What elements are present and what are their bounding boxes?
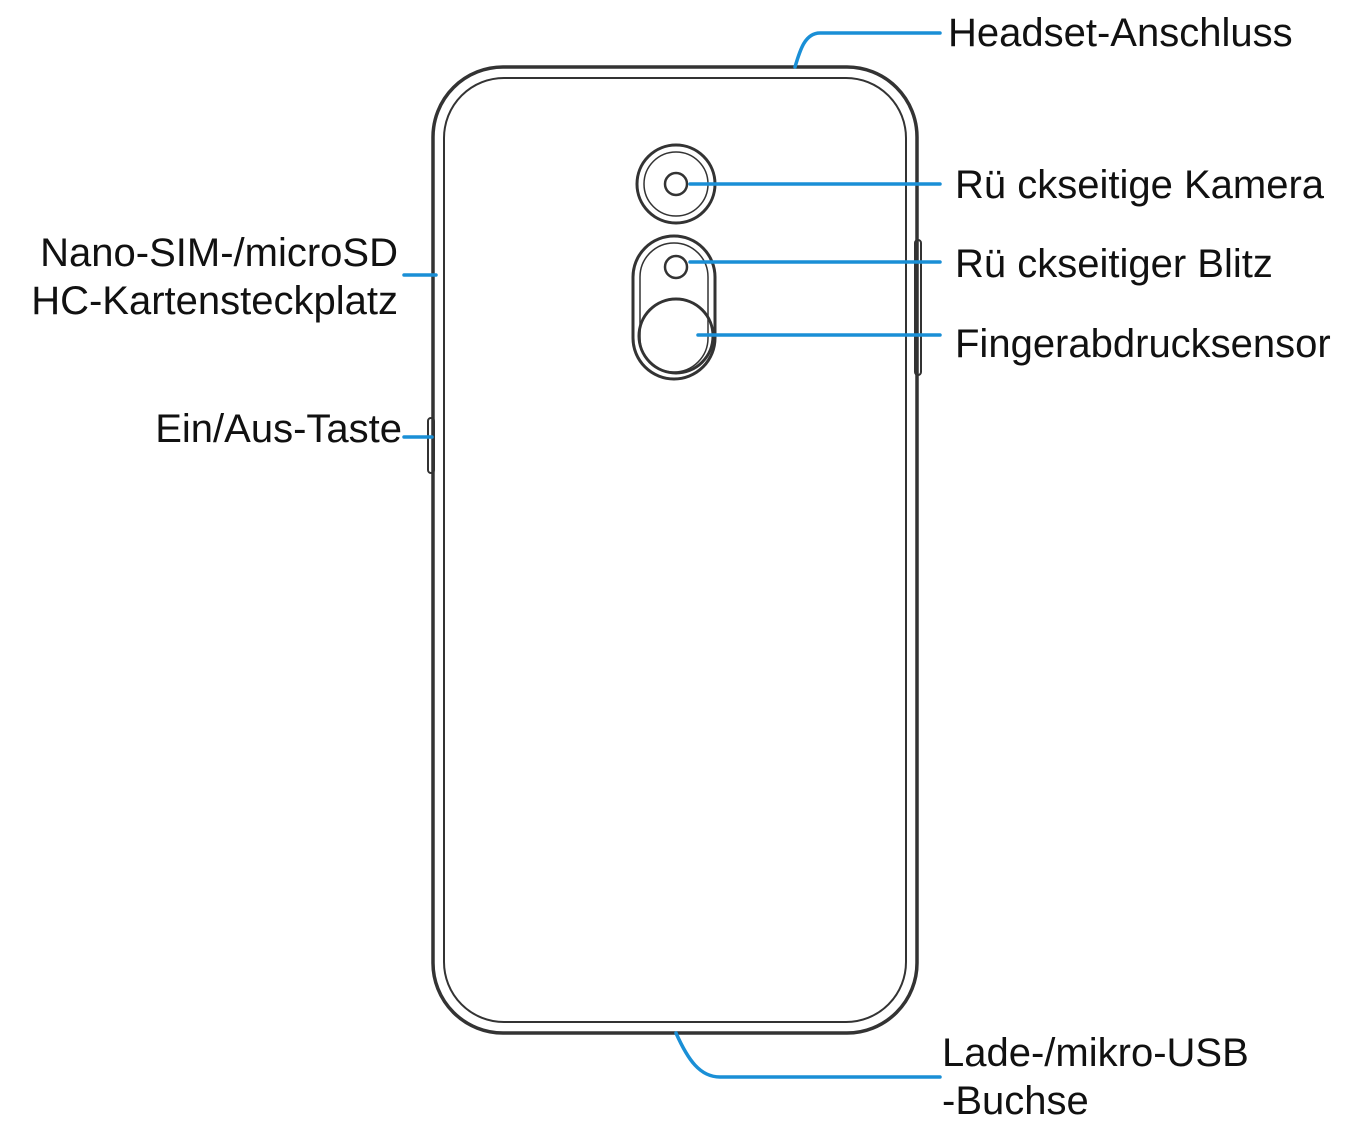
leader-usb xyxy=(674,1031,942,1079)
label-sim-line1: Nano-SIM-/microSD xyxy=(40,231,398,275)
phone-inner-outline xyxy=(443,77,907,1023)
phone-outer-outline xyxy=(431,65,919,1035)
label-sim-line2: HC-Kartensteckplatz xyxy=(31,279,398,323)
label-fingerprint: Fingerabdrucksensor xyxy=(955,322,1331,366)
power-button xyxy=(427,417,435,474)
phone-body xyxy=(431,65,919,1035)
leader-lines xyxy=(402,31,942,1079)
module-pill-outer xyxy=(631,234,717,381)
label-headset: Headset-Anschluss xyxy=(948,11,1293,55)
leader-headset xyxy=(793,31,942,69)
side-buttons xyxy=(427,239,922,474)
flash-led xyxy=(663,254,689,280)
flash-fingerprint-module xyxy=(631,234,717,381)
label-rear-flash: Rü ckseitiger Blitz xyxy=(955,242,1273,286)
camera-lens xyxy=(663,171,689,197)
label-power: Ein/Aus-Taste xyxy=(155,407,402,451)
labels: Headset-Anschluss Rü ckseitige Kamera Rü… xyxy=(31,11,1331,1123)
label-usb-line1: Lade-/mikro-USB xyxy=(942,1031,1249,1075)
label-rear-camera: Rü ckseitige Kamera xyxy=(955,163,1325,207)
label-usb-line2: -Buchse xyxy=(942,1079,1089,1123)
volume-button xyxy=(914,239,922,376)
